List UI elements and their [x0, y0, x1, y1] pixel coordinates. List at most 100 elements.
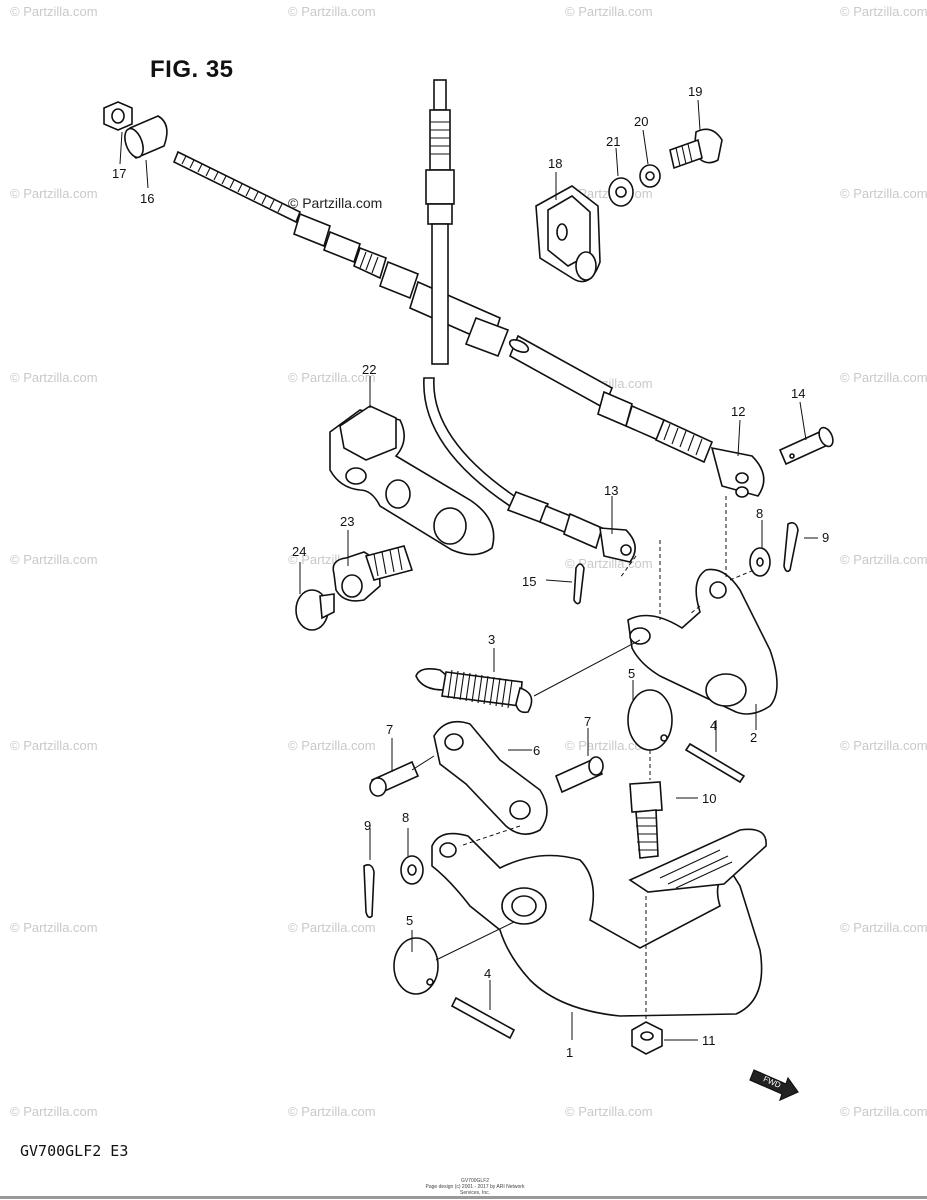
bolt-shank-23	[364, 545, 414, 581]
callout-16: 16	[140, 191, 154, 206]
cotter-pin-4-lower	[450, 996, 516, 1040]
clevis-hole	[735, 486, 749, 498]
clevis-hole	[735, 472, 749, 484]
bolt-10	[629, 781, 663, 859]
callout-18: 18	[548, 156, 562, 171]
watermark: © Partzilla.com	[840, 186, 927, 201]
watermark: © Partzilla.com	[840, 4, 927, 19]
model-code: GV700GLF2 E3	[20, 1142, 129, 1160]
callout-14: 14	[791, 386, 805, 401]
callout-11: 11	[702, 1033, 716, 1048]
bracket-hole	[385, 479, 411, 509]
bolt-shank-19	[669, 138, 703, 170]
lever-hole	[629, 627, 651, 645]
watermark: © Partzilla.com	[288, 738, 376, 753]
brake-cable-assembly	[423, 79, 636, 563]
cable-threaded-rod	[172, 150, 302, 224]
watermark: © Partzilla.com	[10, 4, 98, 19]
thread-marks	[359, 251, 379, 274]
cable-clamp-18	[535, 185, 601, 283]
callout-21: 21	[606, 134, 620, 149]
bracket-hole	[433, 507, 467, 545]
thread-marks	[636, 817, 658, 851]
callout-4-lower: 4	[484, 966, 491, 981]
watermark: © Partzilla.com	[565, 738, 653, 753]
callout-17: 17	[112, 166, 126, 181]
washer-hole	[615, 186, 627, 198]
nut-bore	[111, 108, 125, 124]
watermark: © Partzilla.com	[288, 4, 376, 19]
spring-3	[415, 668, 533, 714]
footer-line-1: GV700GLF2	[460, 1178, 490, 1184]
callout-12: 12	[731, 404, 745, 419]
cable-fitting	[323, 230, 361, 264]
fasteners-19-21	[608, 128, 723, 207]
watermark: © Partzilla.com	[10, 1104, 98, 1119]
watermark: © Partzilla.com	[840, 370, 927, 385]
forward-direction-badge: FWD	[749, 1069, 799, 1102]
callout-7-left: 7	[386, 722, 393, 737]
sleeve-end	[124, 127, 144, 159]
cable-adjuster	[654, 418, 714, 464]
cable-rod-tip	[433, 79, 447, 111]
cable-fitting-upper	[429, 109, 451, 171]
clamp-loop	[575, 251, 597, 281]
callout-24: 24	[292, 544, 306, 559]
callout-13: 13	[604, 483, 618, 498]
cable-adjuster-lower	[563, 512, 603, 550]
clevis-pin-14	[778, 426, 834, 466]
callout-15: 15	[522, 574, 536, 589]
pin-hole	[789, 453, 795, 459]
callout-10: 10	[702, 791, 716, 806]
brake-pedal-1	[431, 828, 767, 1017]
watermark: © Partzilla.com	[840, 1104, 927, 1119]
callout-8-upper: 8	[756, 506, 763, 521]
pin-head	[369, 777, 387, 797]
cotter-pin-15	[573, 563, 585, 605]
cotter-pin-9-lower	[363, 864, 375, 919]
pedal-pad-grip	[659, 849, 733, 889]
callout-9-upper: 9	[822, 530, 829, 545]
pedal-hole	[439, 842, 457, 858]
watermark: © Partzilla.com	[10, 186, 98, 201]
nut-bore	[640, 1031, 654, 1041]
callout-4-upper: 4	[710, 718, 717, 733]
watermark: © Partzilla.com	[10, 738, 98, 753]
figure-title: FIG. 35	[150, 56, 234, 83]
callout-5-lower: 5	[406, 913, 413, 928]
watermark: © Partzilla.com	[10, 370, 98, 385]
callout-19: 19	[688, 84, 702, 99]
washer-hole	[645, 171, 655, 181]
thread-marks	[430, 121, 450, 155]
pedal-bore	[511, 895, 537, 917]
clamp-hole	[556, 223, 568, 241]
pin-head	[818, 426, 834, 448]
watermark: © Partzilla.com	[288, 1104, 376, 1119]
leader-lines	[119, 99, 818, 1041]
callout-23: 23	[340, 514, 354, 529]
cable-fitting-hex	[379, 260, 419, 300]
cotter-pin-4-upper	[684, 742, 746, 784]
cap-5-lower	[393, 937, 439, 995]
cable-ferrule	[464, 316, 510, 358]
lever-boss	[705, 673, 747, 707]
callout-6: 6	[533, 743, 540, 758]
casing-end	[508, 339, 530, 353]
callout-2: 2	[750, 730, 757, 745]
washer-hole	[756, 557, 764, 567]
callout-1: 1	[566, 1045, 573, 1060]
link-hole	[509, 800, 531, 820]
bracket-hole	[345, 467, 367, 485]
footer-line-2: Page design (c) 2001 - 2017 by ARI Netwo…	[425, 1184, 525, 1196]
watermark: © Partzilla.com	[288, 920, 376, 935]
lever-2	[627, 568, 778, 715]
thread-marks	[663, 423, 703, 456]
watermark: © Partzilla.com	[840, 920, 927, 935]
bottom-border	[0, 1196, 927, 1199]
link-hole	[444, 733, 464, 751]
bolt-socket	[341, 574, 363, 598]
watermark: © Partzilla.com	[840, 552, 927, 567]
callout-numbers: 17 16 18 21 20 19 22 12 14 13 15 23 24 8…	[112, 84, 829, 1060]
fwd-arrow	[749, 1069, 799, 1102]
